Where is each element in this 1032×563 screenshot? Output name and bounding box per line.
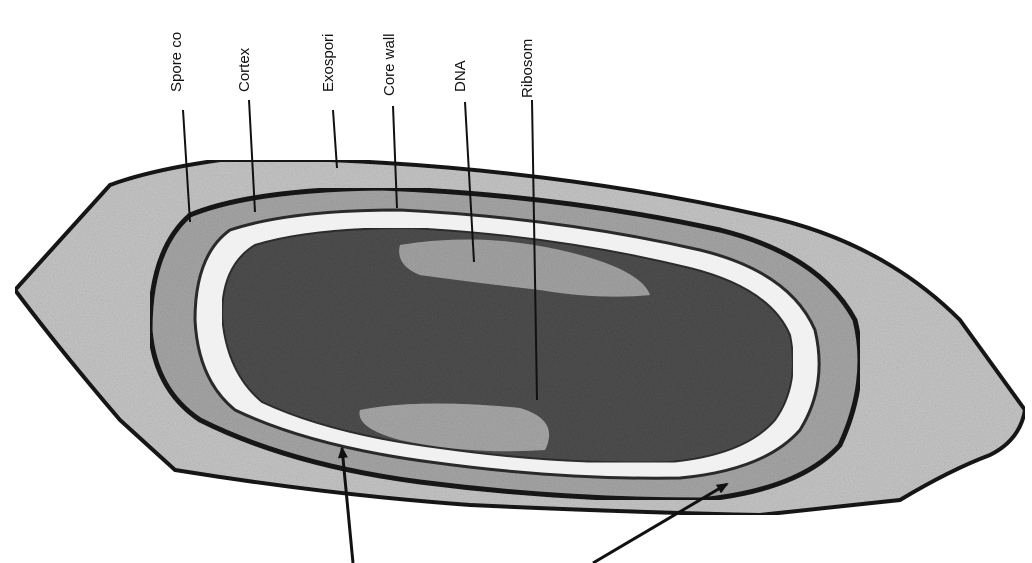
label-ribosomes: Ribosom [519, 39, 536, 98]
label-spore-coat: Spore co [168, 32, 185, 92]
label-exosporium: Exospori [320, 34, 337, 92]
label-dna: DNA [452, 60, 469, 92]
label-cortex: Cortex [236, 48, 253, 92]
label-core-wall: Core wall [381, 33, 398, 96]
